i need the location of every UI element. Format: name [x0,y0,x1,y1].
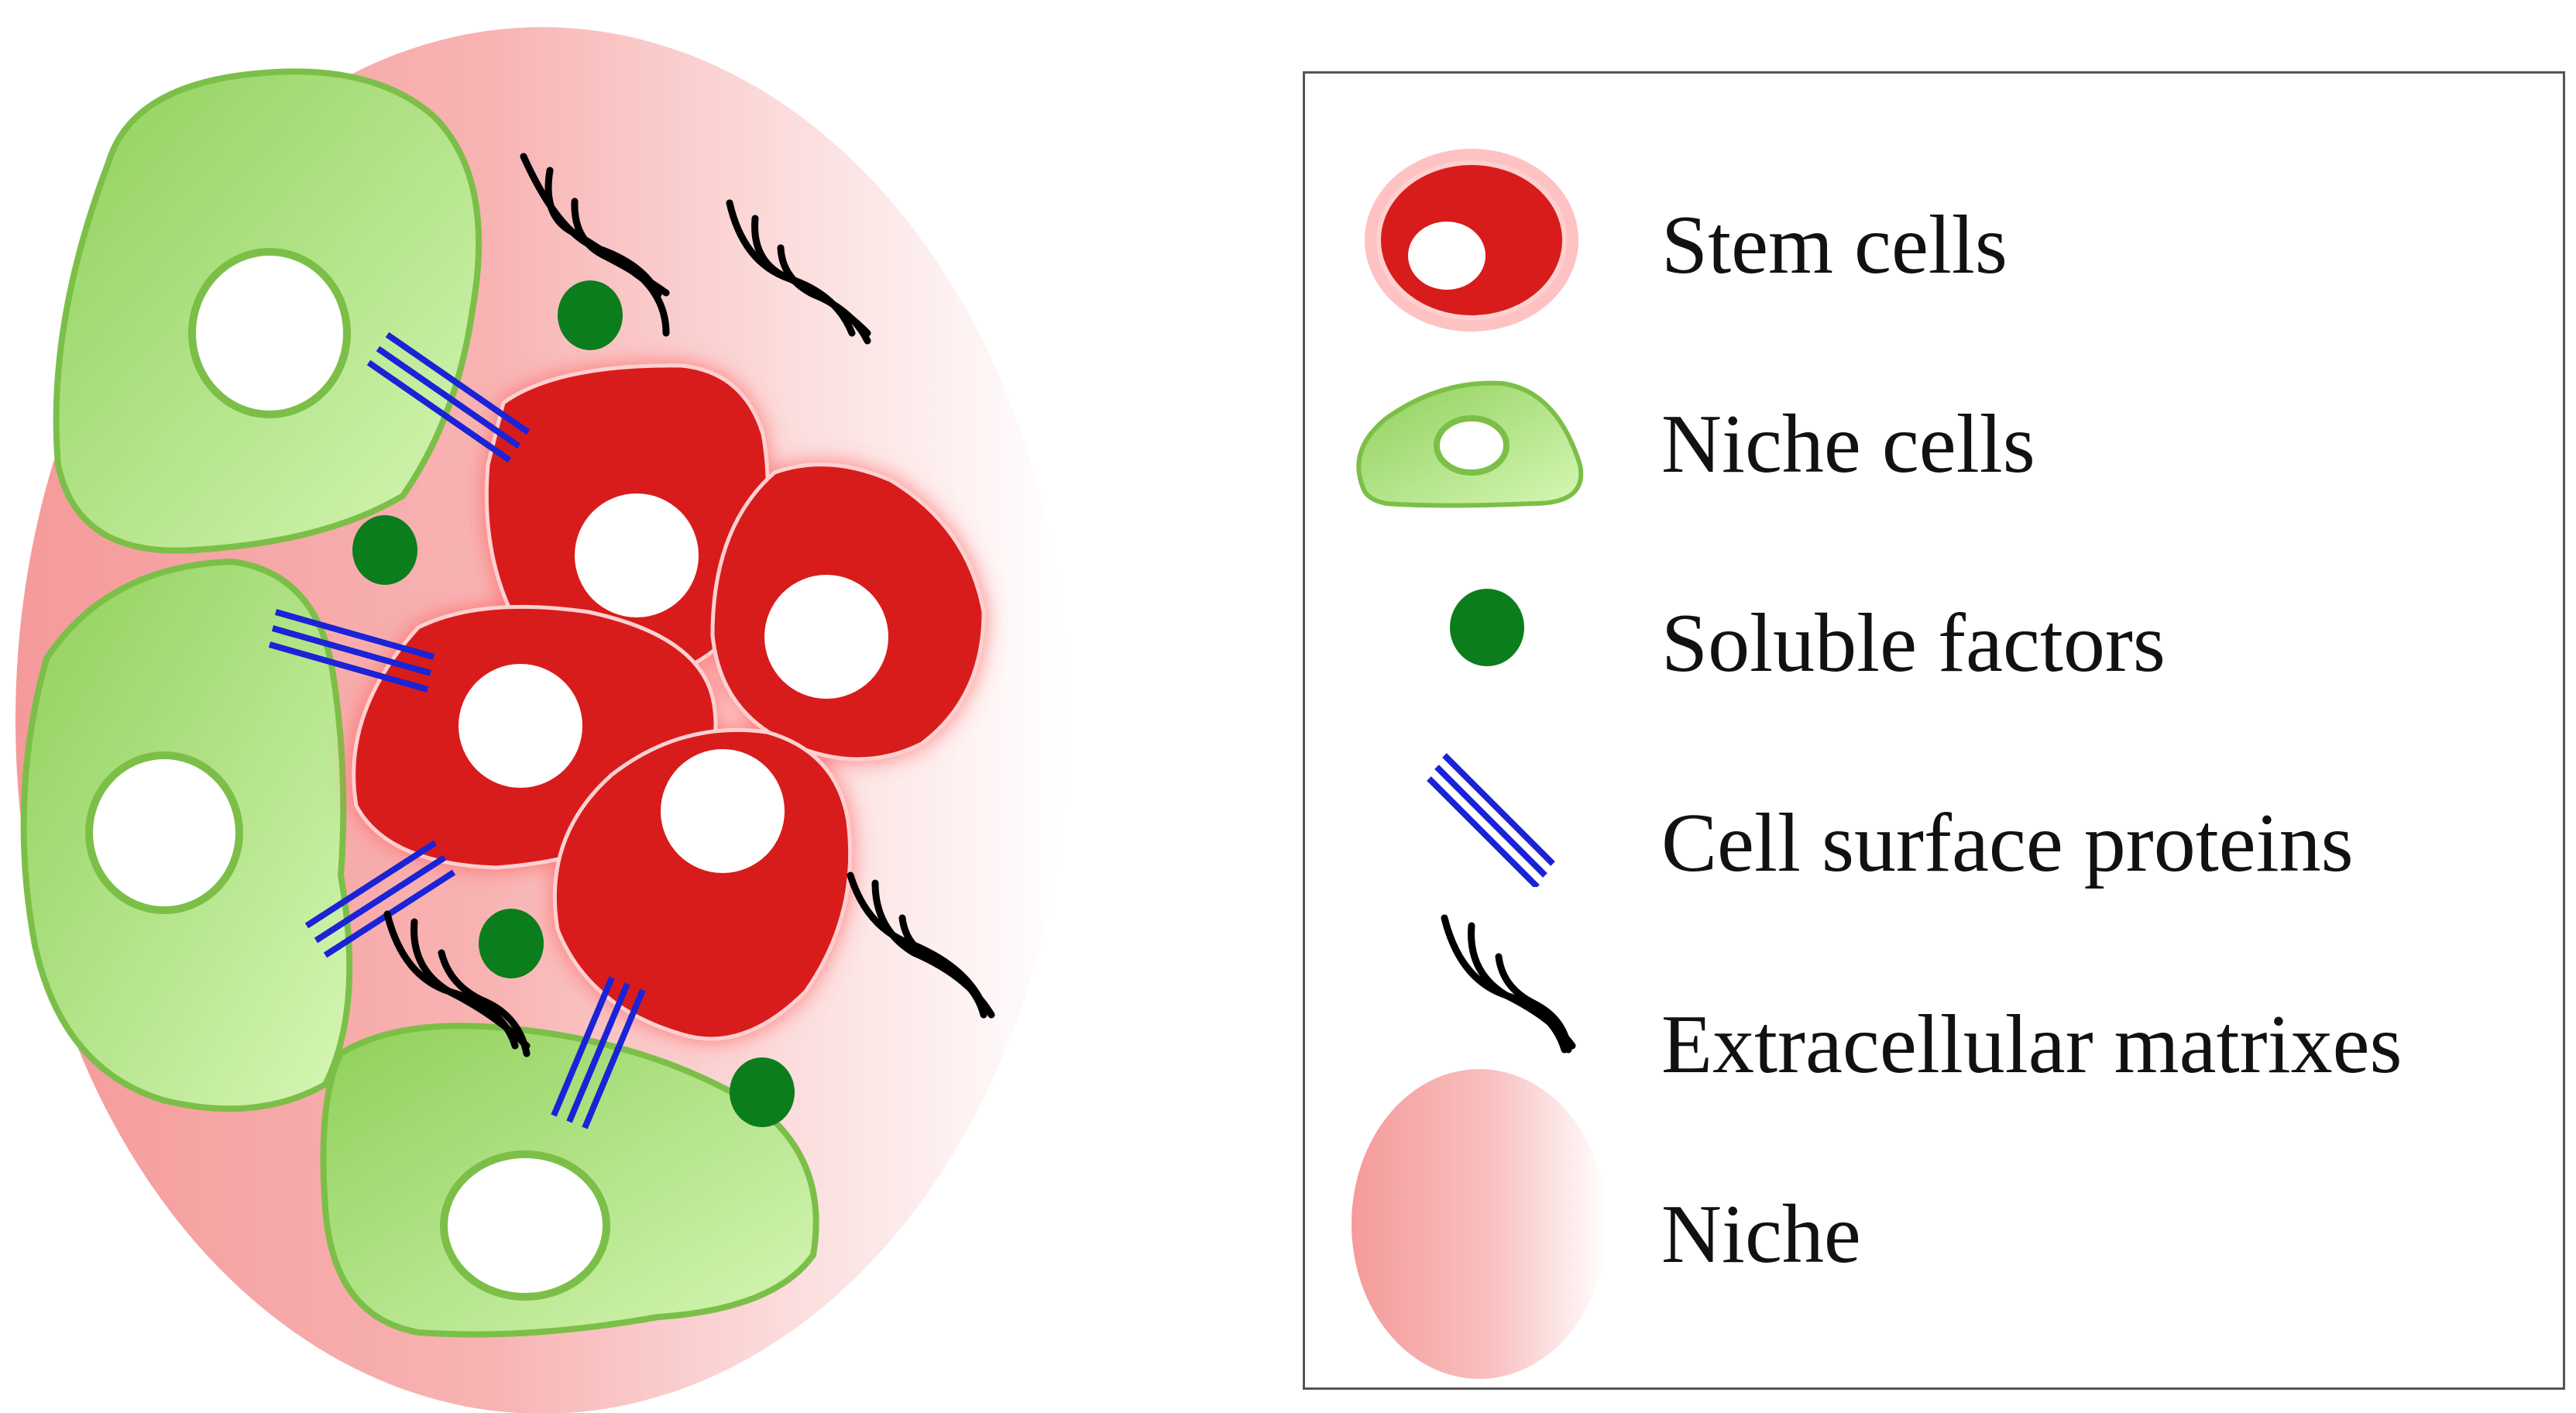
cell-surface-protein [551,976,646,1129]
niche-gradient-icon [1352,1069,1607,1379]
legend-label-stem-cells: Stem cells [1661,199,2008,291]
extracellular-matrix [383,910,531,1057]
extracellular-matrix [726,199,871,345]
niche-cell-icon [1356,380,1584,508]
soluble-factor-icon [1450,589,1524,666]
legend-label-niche-cells: Niche cells [1661,398,2035,490]
niche-cell [53,68,483,554]
stem-cell-icon [1365,149,1578,332]
soluble-factor [479,909,544,978]
legend-box: Stem cells Niche cells Soluble factors C… [1303,71,2565,1390]
soluble-factor [352,515,417,585]
niche-cell [20,558,353,1112]
soluble-factor [730,1057,795,1127]
stem-cell [710,462,986,762]
stem-cell [552,727,853,1041]
extracellular-matrix [520,153,670,337]
soluble-factor [558,280,623,350]
legend-label-niche: Niche [1661,1188,1861,1281]
legend-label-extracellular-matrixes: Extracellular matrixes [1661,999,2403,1091]
cell-surface-protein [268,609,435,693]
legend-label-soluble-factors: Soluble factors [1661,597,2166,689]
cell-surface-protein [366,332,531,463]
niche-cell [320,1023,819,1338]
legend-label-cell-surface-proteins: Cell surface proteins [1661,797,2354,889]
extracellular-matrix [847,872,995,1019]
extracellular-matrix-icon [1441,914,1576,1054]
cell-surface-protein-icon [1427,753,1555,887]
